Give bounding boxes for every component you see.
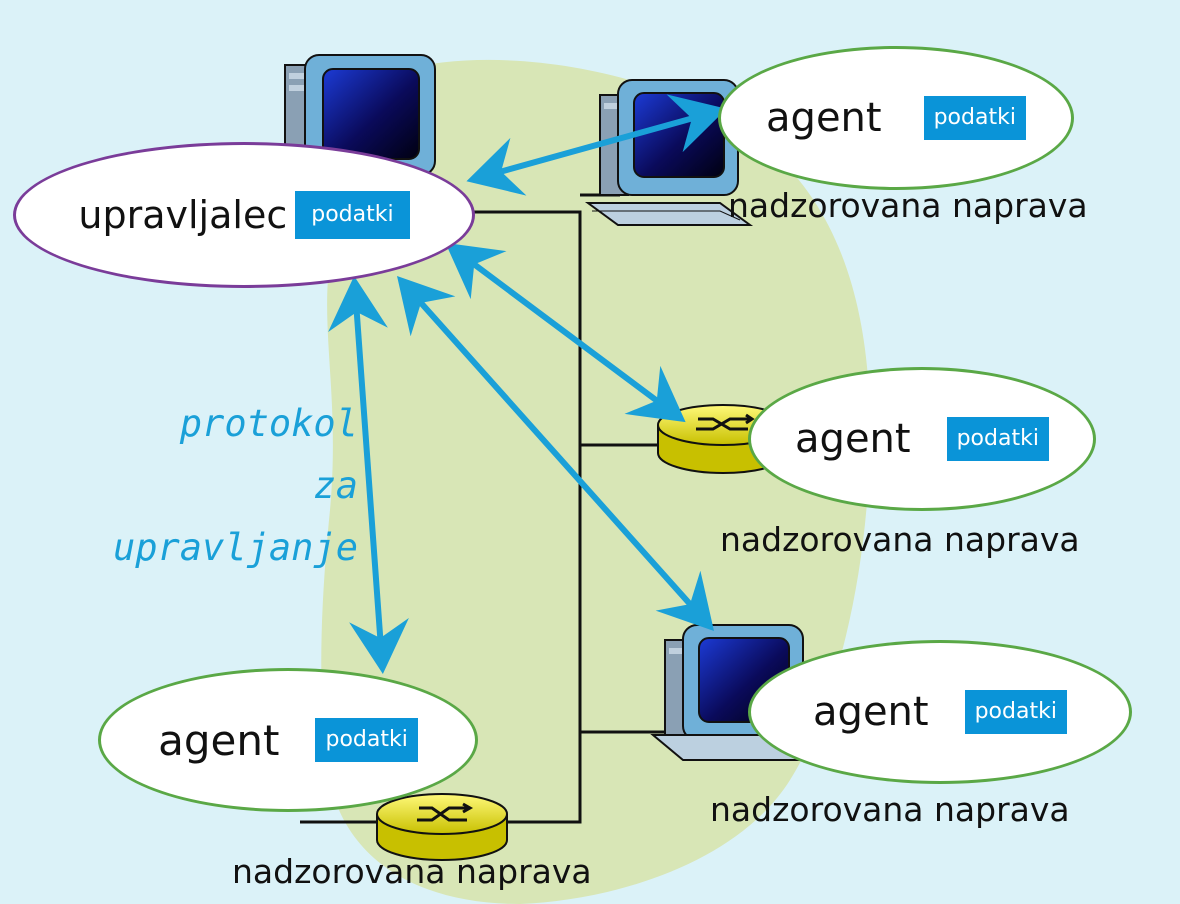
protocol-label-line: protokol [179,402,358,445]
agent-label: agent [158,715,280,765]
device-caption-bottom-left: nadzorovana naprava [232,852,592,891]
device-caption-bottom-right: nadzorovana naprava [710,790,1070,829]
arrow-to-agent-bottom-right [397,276,714,631]
protocol-label-line: za [313,464,358,507]
device-caption-top-right: nadzorovana naprava [728,186,1088,225]
protocol-label: protokol za upravljanje [98,393,358,579]
agent-node-middle-right: agent podatki [748,367,1096,511]
agent-node-bottom-right: agent podatki [748,640,1132,784]
management-protocol-arrows [328,94,727,674]
agent-data-box: podatki [923,96,1026,140]
arrow-to-agent-top-right [466,94,727,196]
agent-label: agent [795,416,911,462]
manager-label: upravljalec [78,193,288,237]
computer-icon [284,54,436,200]
agent-node-top-right: agent podatki [718,46,1074,190]
agent-data-box: podatki [946,417,1049,461]
manager-node: upravljalec podatki [13,142,475,288]
manager-data-box: podatki [295,191,410,239]
agent-data-box: podatki [964,690,1067,734]
arrow-to-agent-bottom-left [328,276,409,674]
agent-label: agent [813,689,929,735]
protocol-label-line: upravljanje [112,526,358,569]
router-icon [376,793,508,861]
agent-data-box: podatki [315,718,418,762]
agent-label: agent [766,95,882,141]
device-caption-middle-right: nadzorovana naprava [720,520,1080,559]
agent-node-bottom-left: agent podatki [98,668,478,812]
